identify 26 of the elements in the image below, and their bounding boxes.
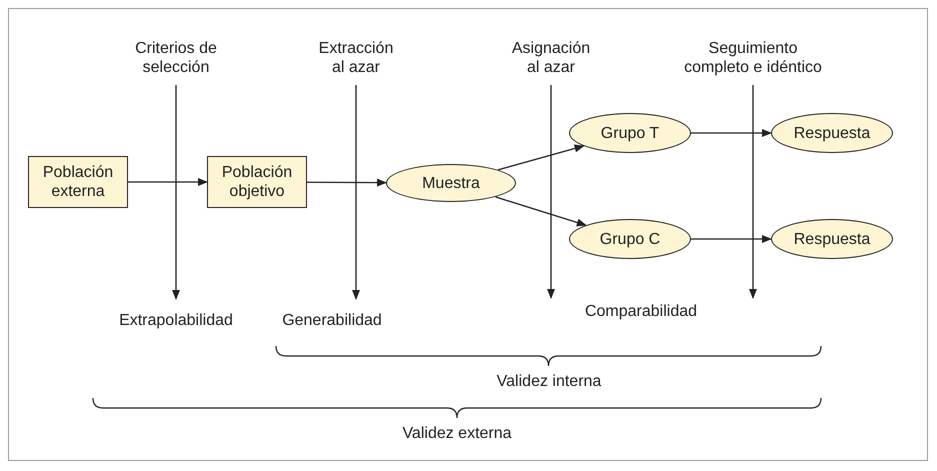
arrow xyxy=(128,178,208,186)
arrow xyxy=(691,235,772,243)
outcome-label: Generabilidad xyxy=(277,309,387,331)
ellipse-node: Muestra xyxy=(386,164,516,202)
step-heading: Extracción al azar xyxy=(313,39,399,77)
ellipse-node: Grupo C xyxy=(569,219,691,259)
arrow xyxy=(498,144,585,170)
ellipse-node: Respuesta xyxy=(771,219,893,259)
arrow xyxy=(547,85,555,299)
arrow xyxy=(749,85,757,299)
outcome-label: Validez externa xyxy=(402,425,512,443)
outcome-label: Validez interna xyxy=(496,373,602,391)
ellipse-node: Grupo T xyxy=(569,113,691,153)
arrow xyxy=(172,85,180,300)
step-heading: Criterios de selección xyxy=(106,39,246,77)
arrow xyxy=(691,129,772,137)
process-box: Población objetivo xyxy=(207,156,307,208)
outcome-label: Comparabilidad xyxy=(584,303,698,321)
step-heading: Seguimiento completo e idéntico xyxy=(678,39,828,77)
process-box: Población externa xyxy=(28,156,128,208)
outcome-label: Extrapolabilidad xyxy=(106,309,246,331)
ellipse-node: Respuesta xyxy=(771,113,893,153)
arrow xyxy=(352,85,360,300)
arrow xyxy=(495,196,587,226)
arrow xyxy=(307,178,387,187)
step-heading: Asignación al azar xyxy=(508,39,594,77)
